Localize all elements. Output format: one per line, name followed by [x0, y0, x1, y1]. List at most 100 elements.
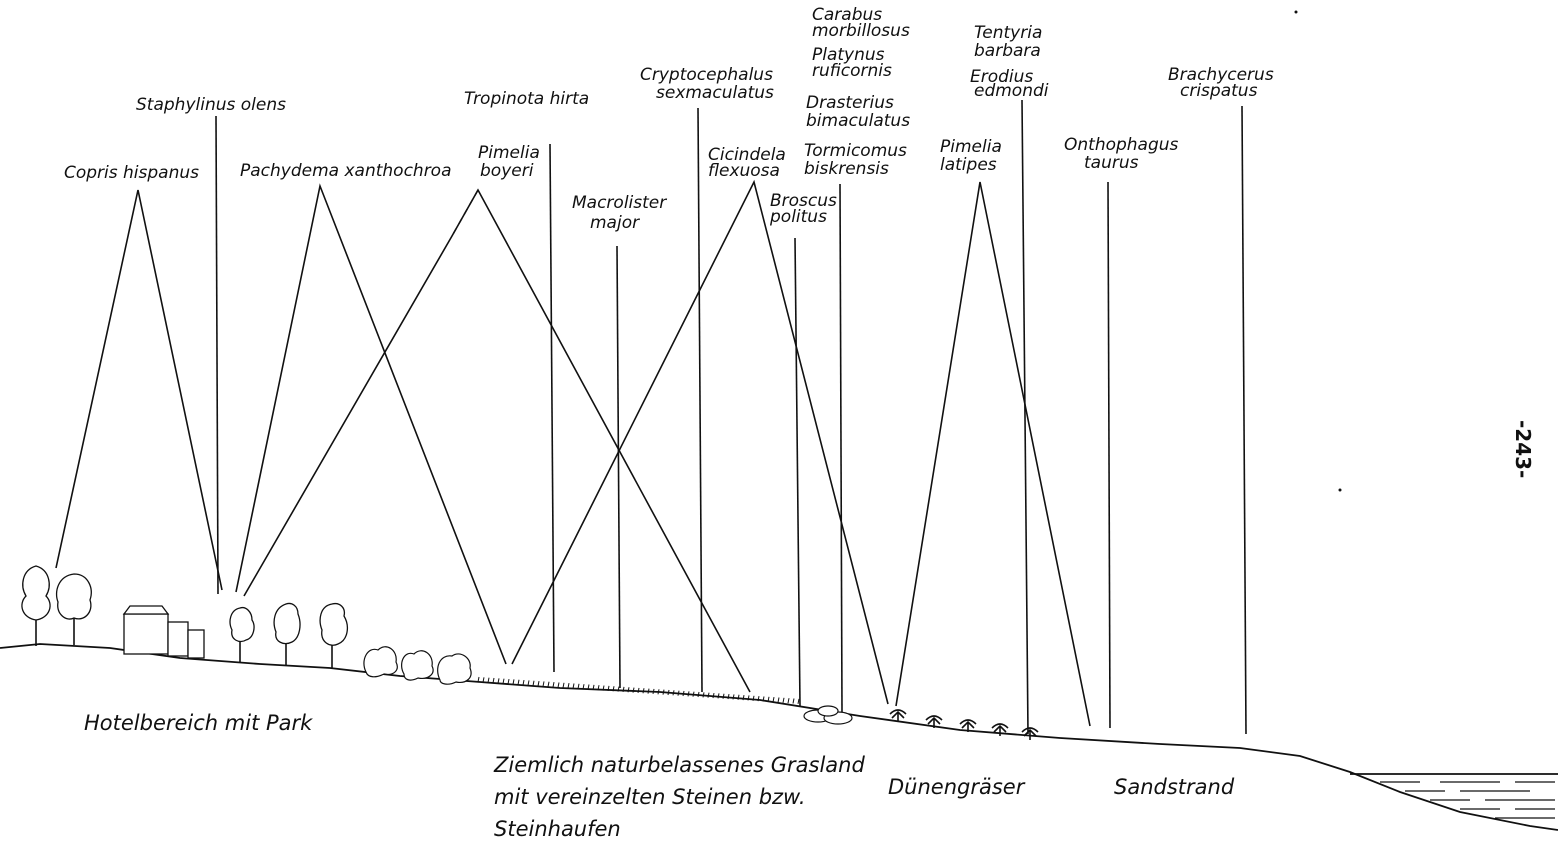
- grass-blade: [652, 688, 655, 695]
- grass-blade: [612, 686, 615, 692]
- grass-blade: [627, 687, 630, 693]
- grass-blade: [752, 695, 755, 701]
- dune-grasses: [889, 709, 1039, 740]
- grass-blade: [647, 688, 650, 694]
- grass-blade: [582, 684, 585, 690]
- grass-blade: [767, 696, 770, 702]
- line-brachycerus-crispatus: [1241, 105, 1247, 735]
- grass-blade: [597, 685, 600, 691]
- grass-blade: [517, 679, 520, 685]
- grass-blade: [712, 692, 715, 699]
- hotel-buildings: [122, 605, 205, 659]
- grass-blade: [782, 697, 785, 703]
- line-onthophagus-taurus: [1107, 181, 1111, 729]
- line-macrolister-major: [616, 245, 621, 689]
- dune-grass-tuft: [925, 715, 943, 728]
- grass-blade: [502, 678, 505, 684]
- grass-blade: [667, 689, 670, 696]
- dune-grass-tuft: [959, 719, 977, 732]
- grass-blade: [477, 676, 480, 683]
- label-cryptocephalus-sexmaculatus: Cryptocephalus sexmaculatus: [640, 65, 778, 103]
- dune-grass-tuft: [889, 709, 907, 722]
- label-platynus-ruficornis: Platynus ruficornis: [812, 45, 892, 81]
- line-staphylinus-olens: [215, 115, 219, 595]
- line-tormicomus-biskrensis: [839, 183, 843, 713]
- grass-blade: [572, 683, 575, 689]
- label-cicindela-flexuosa: Cicindela flexuosa: [708, 145, 791, 181]
- grass-blade: [682, 690, 685, 697]
- label-erodius-edmondi: Erodius edmondi: [970, 67, 1049, 101]
- grass-blade: [697, 691, 700, 698]
- grass-blade: [662, 689, 665, 695]
- grass-blade: [607, 685, 610, 691]
- dune-grass-tuft: [1021, 727, 1039, 740]
- grass-blade: [617, 686, 620, 692]
- label-tormicomus-biskrensis: Tormicomus biskrensis: [804, 141, 912, 179]
- grass-blade: [527, 680, 530, 686]
- line-copris-hispanus: [55, 189, 223, 591]
- label-pachydema-xanthochroa: Pachydema xanthochroa: [240, 161, 452, 181]
- grass-blade: [772, 697, 775, 703]
- label-pimelia-latipes: Pimelia latipes: [940, 137, 1007, 175]
- grass-blade: [577, 683, 580, 689]
- bushes: [363, 646, 472, 685]
- grass-blade: [637, 687, 640, 694]
- line-tropinota-hirta: [549, 143, 555, 673]
- habitat-duenengraeser: Dünengräser: [888, 775, 1026, 799]
- page-number: -243-: [1511, 420, 1535, 478]
- grass-blade: [677, 690, 680, 696]
- grass-blade: [487, 677, 490, 683]
- grass-blade: [557, 682, 560, 688]
- grass-blade: [757, 696, 760, 702]
- grass-blade: [707, 692, 710, 698]
- grass-blade: [602, 685, 605, 691]
- habitat-hotelbereich: Hotelbereich mit Park: [84, 711, 313, 735]
- grass-blade: [717, 693, 720, 699]
- grass-blade: [737, 694, 740, 700]
- line-cicindela-flexuosa: [511, 179, 889, 705]
- grass-blade: [747, 695, 750, 701]
- grass-blade: [742, 695, 745, 701]
- grass-blade: [672, 690, 675, 696]
- grass-blade: [507, 678, 510, 685]
- sea: [1350, 773, 1558, 819]
- grass-blade: [722, 693, 725, 699]
- grass-blade: [492, 677, 495, 684]
- label-staphylinus-olens: Staphylinus olens: [136, 95, 286, 115]
- grass-blade: [497, 678, 500, 684]
- habitat-labels: Hotelbereich mit Park Ziemlich naturbela…: [84, 711, 1235, 841]
- grass-blade: [732, 694, 735, 700]
- grass-blade: [797, 698, 800, 704]
- grass-blade: [727, 693, 730, 700]
- grass-blade: [777, 697, 780, 703]
- line-broscus-politus: [794, 237, 801, 707]
- grass-blade: [567, 683, 570, 689]
- scan-speck: [1294, 10, 1298, 14]
- grass-blade: [587, 684, 590, 690]
- grass-blade: [657, 689, 660, 695]
- line-cryptocephalus-sexmaculatus: [697, 107, 703, 693]
- grass-blade: [642, 688, 645, 694]
- line-pachydema-xanthochroa: [235, 183, 507, 665]
- label-macrolister-major: Macrolister major: [572, 193, 672, 233]
- grass-blade: [692, 691, 695, 697]
- line-tentyria-erodius: [1021, 99, 1029, 735]
- grass-blade: [522, 679, 525, 686]
- label-tropinota-hirta: Tropinota hirta: [464, 89, 589, 109]
- ground-line: [0, 643, 1558, 831]
- grass-blade: [482, 677, 485, 683]
- stone-heap: [803, 705, 853, 725]
- grass-blade: [547, 681, 550, 687]
- habitat-sandstrand: Sandstrand: [1114, 775, 1235, 799]
- label-brachycerus-crispatus: Brachycerus crispatus: [1168, 65, 1279, 101]
- label-onthophagus-taurus: Onthophagus taurus: [1064, 135, 1184, 173]
- label-carabus-morbillosus: Carabus morbillosus: [812, 5, 910, 41]
- grass-blade: [702, 692, 705, 698]
- label-copris-hispanus: Copris hispanus: [64, 163, 199, 183]
- grass-blade: [562, 682, 565, 688]
- grass-blade: [762, 696, 765, 702]
- label-drasterius-bimaculatus: Drasterius bimaculatus: [806, 93, 910, 131]
- grass-blade: [792, 698, 795, 704]
